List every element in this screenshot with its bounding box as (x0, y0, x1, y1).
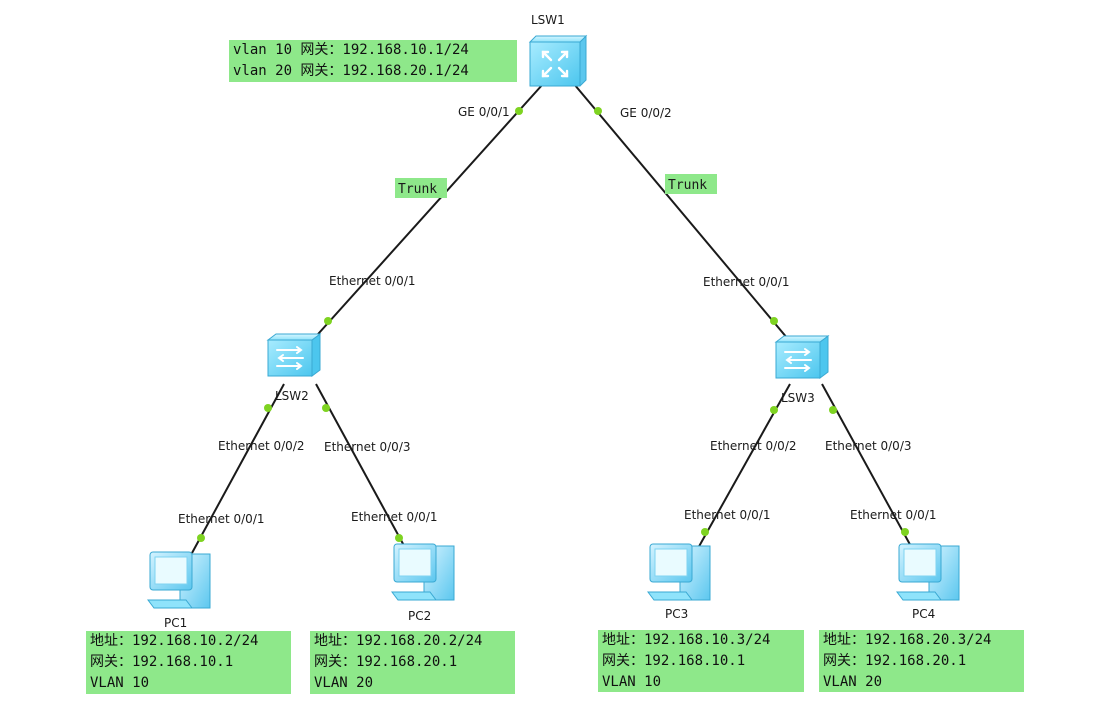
lsw2-top (266, 333, 322, 341)
device-label-pc2: PC2 (408, 609, 431, 623)
port-label: Ethernet 0/0/2 (710, 439, 797, 453)
port-dot (701, 528, 709, 536)
lsw1-gateway-note: vlan 10 网关：192.168.10.1/24 vlan 20 网关：19… (229, 40, 517, 82)
device-label-pc4: PC4 (912, 607, 935, 621)
port-dots (197, 107, 909, 542)
port-dot (395, 534, 403, 542)
port-label: Ethernet 0/0/1 (850, 508, 937, 522)
link-lsw2-pc1 (191, 383, 285, 554)
note-vlan: VLAN 20 (823, 674, 883, 690)
pc3-config-note: 地址：192.168.10.3/24 网关：192.168.10.1 VLAN … (598, 630, 804, 692)
note-vlan: VLAN 10 (90, 675, 150, 691)
note-gateway: 网关：192.168.10.1 (90, 654, 234, 670)
device-label-pc1: PC1 (164, 616, 187, 630)
port-label: Ethernet 0/0/3 (324, 440, 411, 454)
port-dot (322, 404, 330, 412)
lsw1-face (529, 41, 581, 87)
pc-keyboard (391, 591, 437, 601)
pc-screen (654, 548, 688, 577)
pc4-config-note: 地址：192.168.20.3/24 网关：192.168.20.1 VLAN … (819, 630, 1024, 692)
links (191, 83, 914, 554)
note-line: vlan 10 网关：192.168.10.1/24 (233, 42, 469, 58)
port-dot (770, 317, 778, 325)
trunk-label-left: Trunk (395, 178, 447, 198)
port-label: GE 0/0/1 (458, 105, 510, 119)
port-label: Ethernet 0/0/1 (684, 508, 771, 522)
pc-screen (903, 548, 937, 577)
port-label: Ethernet 0/0/1 (329, 274, 416, 288)
port-dot (594, 107, 602, 115)
port-label: GE 0/0/2 (620, 106, 672, 120)
port-dot (901, 528, 909, 536)
pc-screen (398, 548, 432, 577)
lsw1-switch[interactable] (528, 34, 588, 87)
port-dot (770, 406, 778, 414)
pc-keyboard (147, 599, 193, 609)
trunk-label-text: Trunk (398, 182, 437, 197)
lsw2-side (311, 333, 321, 377)
pc-screen (154, 556, 188, 585)
link-lsw1-lsw3 (573, 83, 794, 346)
port-dot (324, 317, 332, 325)
lsw3-top (774, 335, 830, 343)
trunk-label-right: Trunk (665, 174, 717, 194)
note-address: 地址：192.168.10.2/24 (90, 633, 259, 649)
port-dot (264, 404, 272, 412)
link-lsw2-pc2 (315, 383, 409, 554)
port-label: Ethernet 0/0/1 (178, 512, 265, 526)
note-gateway: 网关：192.168.20.1 (823, 653, 967, 669)
device-label-lsw3: LSW3 (781, 391, 815, 405)
port-labels: GE 0/0/1 GE 0/0/2 Ethernet 0/0/1 Etherne… (178, 105, 937, 526)
lsw3-side (819, 335, 829, 379)
device-label-pc3: PC3 (665, 607, 688, 621)
device-label-lsw2: LSW2 (275, 389, 309, 403)
device-label-lsw1: LSW1 (531, 13, 565, 27)
lsw3-switch[interactable] (774, 335, 830, 379)
port-label: Ethernet 0/0/3 (825, 439, 912, 453)
pc-keyboard (896, 591, 942, 601)
port-label: Ethernet 0/0/1 (351, 510, 438, 524)
note-gateway: 网关：192.168.20.1 (314, 654, 458, 670)
note-vlan: VLAN 10 (602, 674, 662, 690)
note-address: 地址：192.168.10.3/24 (602, 632, 771, 648)
layer3-switch-icon (541, 50, 569, 78)
note-line: vlan 20 网关：192.168.20.1/24 (233, 63, 469, 79)
port-label: Ethernet 0/0/1 (703, 275, 790, 289)
pc2-config-note: 地址：192.168.20.2/24 网关：192.168.20.1 VLAN … (310, 631, 515, 694)
port-label: Ethernet 0/0/2 (218, 439, 305, 453)
port-dot (829, 406, 837, 414)
note-address: 地址：192.168.20.2/24 (314, 633, 483, 649)
pc-keyboard (647, 591, 693, 601)
switch-arrows-icon (276, 346, 304, 370)
trunk-label-bg (395, 178, 447, 198)
pc1-computer[interactable] (147, 551, 211, 609)
pc2-computer[interactable] (391, 543, 455, 601)
note-vlan: VLAN 20 (314, 675, 374, 691)
trunk-label-text: Trunk (668, 178, 707, 193)
note-address: 地址：192.168.20.3/24 (823, 632, 992, 648)
lsw2-switch[interactable] (266, 333, 322, 377)
lsw1-top (528, 35, 588, 43)
trunk-label-bg (665, 174, 717, 194)
link-lsw3-pc4 (821, 383, 914, 551)
switch-arrows-icon (784, 348, 812, 372)
note-gateway: 网关：192.168.10.1 (602, 653, 746, 669)
pc3-computer[interactable] (647, 543, 711, 601)
pc1-config-note: 地址：192.168.10.2/24 网关：192.168.10.1 VLAN … (86, 631, 291, 694)
port-dot (515, 107, 523, 115)
pc4-computer[interactable] (896, 543, 960, 601)
port-dot (197, 534, 205, 542)
link-lsw1-lsw2 (309, 83, 544, 344)
